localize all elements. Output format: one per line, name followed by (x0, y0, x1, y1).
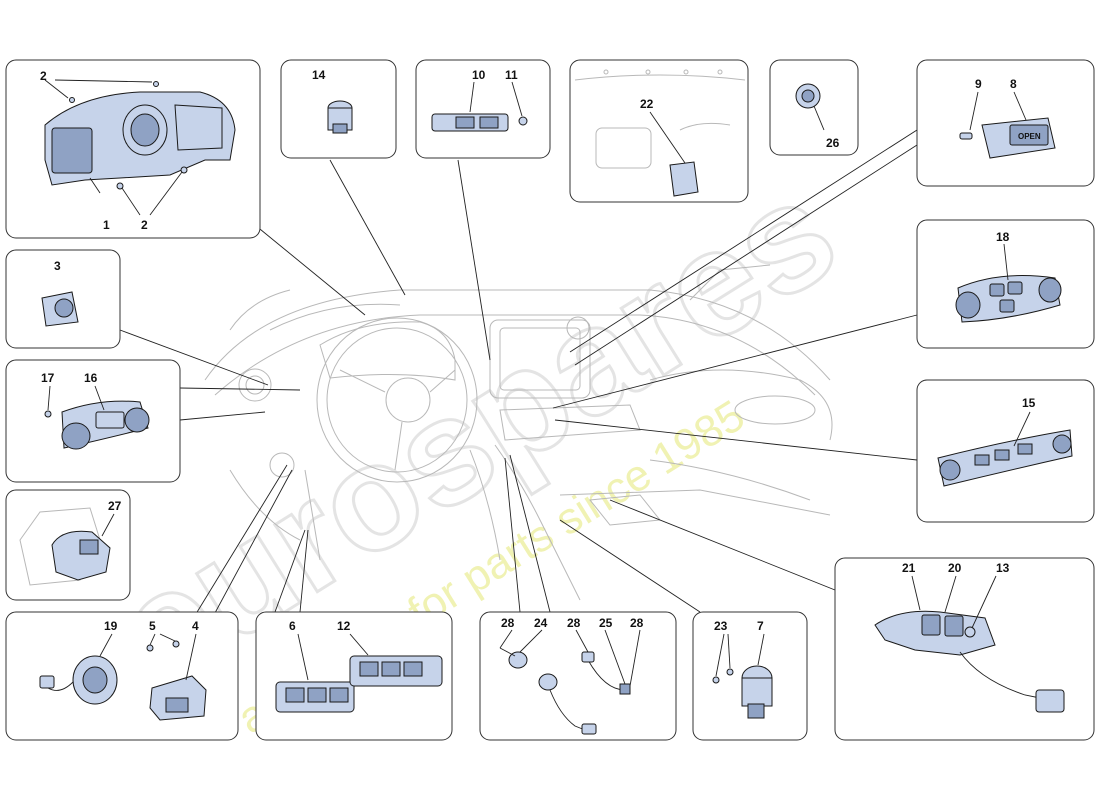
callout-13: 13 (996, 561, 1010, 575)
box-parts-24-25-28: 28 24 28 25 28 (479, 611, 677, 741)
box-part-15: 15 (916, 379, 1095, 523)
callout-10: 10 (472, 68, 486, 82)
box-part-22: 22 (569, 59, 749, 203)
box-parts-6-12: 6 12 (255, 611, 453, 741)
box-instrument-cluster: 2 1 2 (5, 59, 261, 239)
callout-6: 6 (289, 619, 296, 633)
dashboard-sketch (204, 264, 833, 601)
callout-22: 22 (640, 97, 654, 111)
box-parts-7-23: 23 7 (692, 611, 808, 741)
callout-2-bottom: 2 (141, 218, 148, 232)
callout-27: 27 (108, 499, 122, 513)
callout-23: 23 (714, 619, 728, 633)
box-part-26: 26 (769, 59, 859, 156)
callout-16: 16 (84, 371, 98, 385)
open-button-label: OPEN (1018, 132, 1041, 141)
callout-21: 21 (902, 561, 916, 575)
callout-12: 12 (337, 619, 351, 633)
callout-14: 14 (312, 68, 326, 82)
callout-5: 5 (149, 619, 156, 633)
box-part-18: 18 (916, 219, 1095, 349)
callout-24: 24 (534, 616, 548, 630)
callout-28-middle: 28 (567, 616, 581, 630)
callout-28-left: 28 (501, 616, 515, 630)
box-part-27: 27 (5, 489, 131, 601)
callout-8: 8 (1010, 77, 1017, 91)
callout-4: 4 (192, 619, 199, 633)
callout-7: 7 (757, 619, 764, 633)
callout-3: 3 (54, 259, 61, 273)
callout-18: 18 (996, 230, 1010, 244)
box-part-3: 3 (5, 249, 121, 349)
callout-15: 15 (1022, 396, 1036, 410)
callout-26: 26 (826, 136, 840, 150)
box-parts-8-9: OPEN 9 8 (916, 59, 1095, 187)
callout-17: 17 (41, 371, 55, 385)
callout-11: 11 (505, 68, 518, 82)
box-parts-13-20-21: 21 20 13 (834, 557, 1095, 741)
box-part-14: 14 (280, 59, 397, 159)
callout-20: 20 (948, 561, 962, 575)
callout-28-right: 28 (630, 616, 644, 630)
box-parts-10-11: 10 11 (415, 59, 551, 159)
callout-9: 9 (975, 77, 982, 91)
callout-25: 25 (599, 616, 613, 630)
box-parts-16-17: 17 16 (5, 359, 181, 483)
leader-lines (119, 129, 918, 651)
callout-19: 19 (104, 619, 118, 633)
callout-1: 1 (103, 218, 110, 232)
callout-2-top: 2 (40, 69, 47, 83)
box-parts-4-5-19: 19 5 4 (5, 611, 239, 741)
